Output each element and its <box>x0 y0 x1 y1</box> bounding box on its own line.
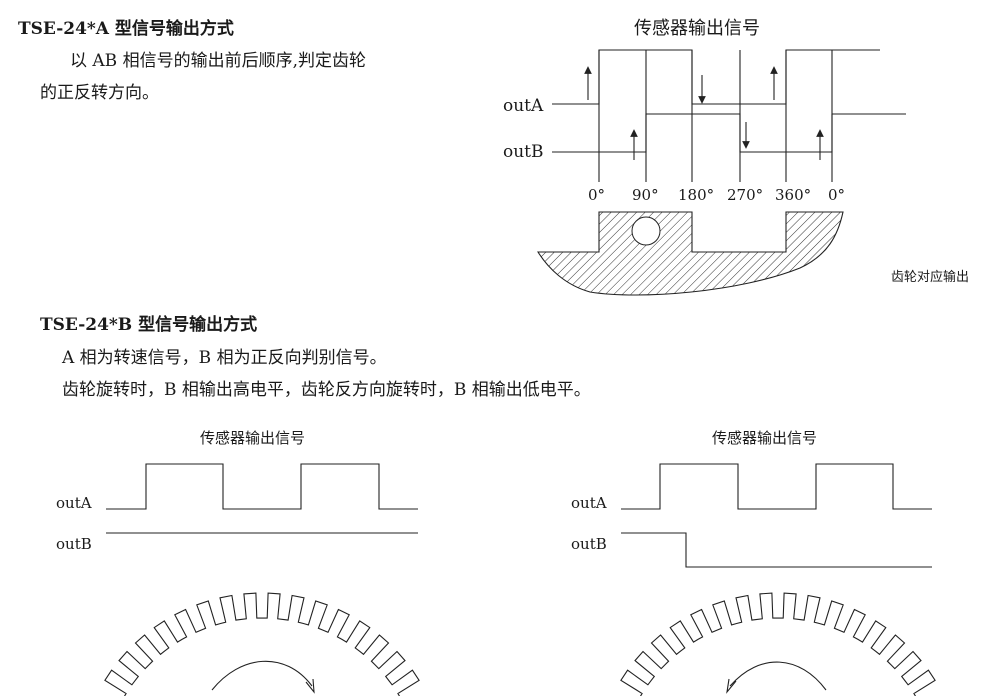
section-a-desc-line2: 的正反转方向。 <box>40 83 159 103</box>
angle-label-180: 180° <box>678 186 715 204</box>
section-a-label-outa: outA <box>503 96 544 116</box>
slot-area <box>693 213 785 251</box>
section-b-right-outa-wave <box>621 463 932 510</box>
section-a-outb-wave <box>552 113 833 153</box>
section-b-right-title: 传感器输出信号 <box>712 429 818 447</box>
section-b-desc-line1: A 相为转速信号，B 相为正反向判别信号。 <box>62 348 387 368</box>
section-b-right-label-outb: outB <box>571 535 607 553</box>
section-a-outa-wave <box>552 49 880 105</box>
section-b-left-label-outa: outA <box>56 494 92 512</box>
angle-label-90: 90° <box>632 186 659 204</box>
section-b-left-gear <box>104 592 420 696</box>
rotation-arrow-counterclockwise-icon <box>729 661 827 691</box>
section-a-diagram-title: 传感器输出信号 <box>634 18 760 39</box>
gear-output-caption: 齿轮对应输出 <box>891 270 970 285</box>
section-b-desc-line2: 齿轮旋转时，B 相输出高电平，齿轮反方向旋转时，B 相输出低电平。 <box>62 380 591 400</box>
section-b-left-outa-wave <box>106 463 418 510</box>
gear-profile-hatched <box>537 211 844 296</box>
rotation-arrow-clockwise-icon <box>211 660 313 691</box>
angle-label-270: 270° <box>727 186 764 204</box>
angle-label-0-end: 0° <box>828 186 846 204</box>
angle-label-360: 360° <box>775 186 812 204</box>
section-a-heading: TSE-24*A 型信号输出方式 <box>18 19 234 39</box>
section-b-heading: TSE-24*B 型信号输出方式 <box>40 315 258 335</box>
angle-label-0: 0° <box>588 186 606 204</box>
section-b-left-title: 传感器输出信号 <box>200 429 306 447</box>
tooth-marker-circle <box>631 216 661 246</box>
section-a-label-outb: outB <box>503 142 544 162</box>
section-b-left-label-outb: outB <box>56 535 92 553</box>
rotation-arrowhead-icon <box>726 678 737 694</box>
gear-teeth-outline <box>620 592 936 696</box>
section-b-right-outb-wave <box>621 532 932 568</box>
rotation-arrowhead-icon <box>305 678 315 694</box>
angle-guide-lines <box>598 50 833 182</box>
section-b-right-label-outa: outA <box>571 494 607 512</box>
section-b-right-gear <box>620 592 936 696</box>
section-a-desc-line1: 以 AB 相信号的输出前后顺序,判定齿轮 <box>70 51 366 71</box>
gear-teeth-outline <box>104 592 420 696</box>
